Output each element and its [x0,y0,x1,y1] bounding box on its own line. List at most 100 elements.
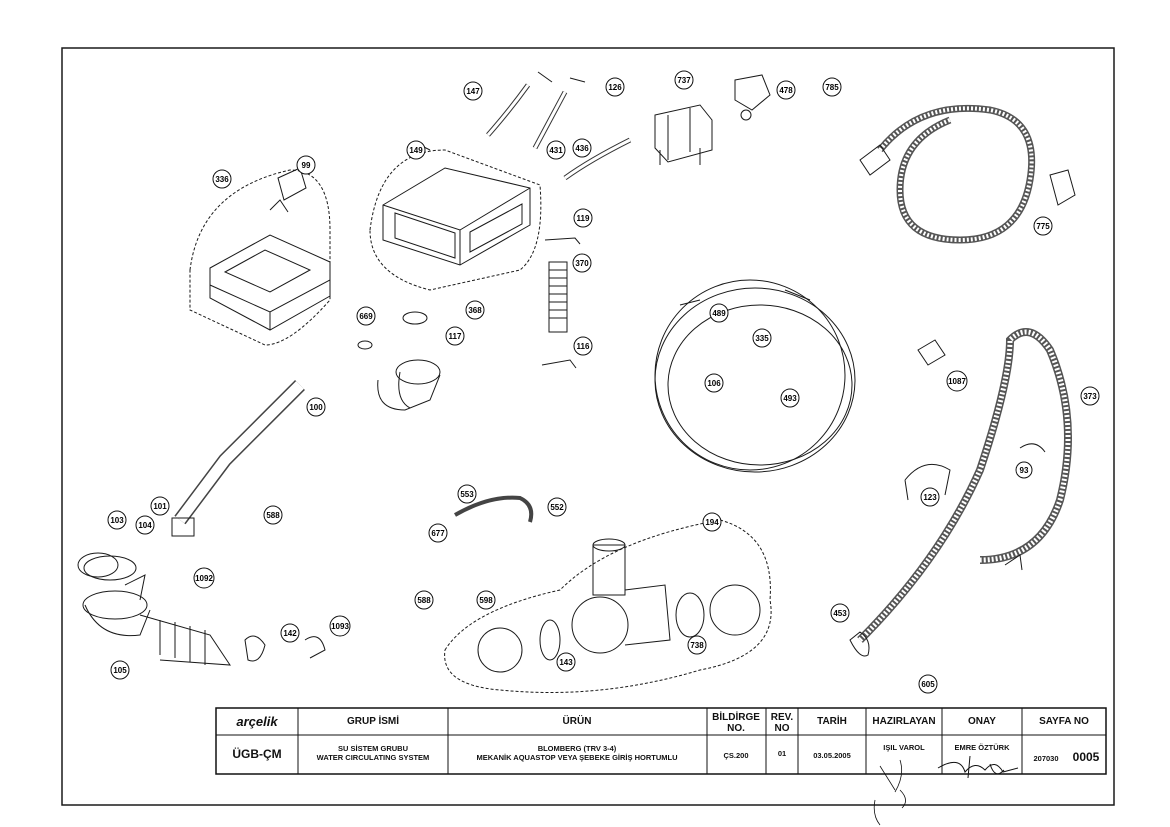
svg-text:598: 598 [479,596,493,605]
callout-1093: 1093 [329,615,351,637]
svg-text:336: 336 [215,175,229,184]
svg-text:493: 493 [783,394,797,403]
group-name-tr: SU SİSTEM GRUBU [338,744,408,753]
callout-373: 373 [1080,386,1100,406]
callout-1087: 1087 [946,370,968,392]
callout-785: 785 [822,77,842,97]
svg-text:142: 142 [283,629,297,638]
svg-text:453: 453 [833,609,847,618]
callout-100: 100 [306,397,326,417]
clip-123-drawing [904,463,951,501]
drain-pump-drawing [444,519,772,693]
drawing-border [61,47,1115,806]
bildirge-value: ÇS.200 [723,751,748,760]
callout-126: 126 [605,77,625,97]
callout-93: 93 [1015,461,1033,479]
callout-598: 598 [476,590,496,610]
svg-text:431: 431 [549,146,563,155]
dispenser-housing-drawing [369,144,542,291]
svg-text:738: 738 [690,641,704,650]
svg-text:126: 126 [608,83,622,92]
svg-text:489: 489 [712,309,726,318]
callout-436: 436 [572,138,592,158]
header-rev-2: NO [775,723,790,734]
title-block-text: arçelik ÜGB-ÇM GRUP İSMİ ÜRÜN BİLDİRGE N… [232,710,1099,764]
svg-text:119: 119 [577,214,590,223]
svg-text:106: 106 [707,379,721,388]
signature-approval [937,755,1019,779]
callout-775: 775 [1033,216,1053,236]
hose-set-drawing [654,279,856,473]
svg-text:99: 99 [302,161,311,170]
inlet-hose-775-drawing [859,104,1076,244]
callout-1092: 1092 [193,567,215,589]
svg-text:552: 552 [550,503,564,512]
clip-1087-drawing [917,339,946,366]
callout-149: 149 [406,140,426,160]
product-line-1: BLOMBERG (TRV 3-4) [538,744,617,753]
header-prepared: HAZIRLAYAN [872,716,935,727]
svg-text:677: 677 [431,529,445,538]
callout-116: 116 [573,336,593,356]
title-block [215,707,1107,775]
callout-143: 143 [556,652,576,672]
callout-677: 677 [428,523,448,543]
callout-478: 478 [776,80,796,100]
hose-553-drawing [454,495,534,523]
svg-text:1087: 1087 [948,377,966,386]
clamp-142-drawing [244,635,266,662]
clip-93-drawing [1019,443,1046,453]
callout-194: 194 [702,512,722,532]
callout-368: 368 [465,300,485,320]
callout-336: 336 [212,169,232,189]
svg-text:737: 737 [677,76,691,85]
svg-text:605: 605 [921,680,935,689]
bellows-370-drawing [541,237,581,369]
page-number: 0005 [1073,750,1100,764]
callout-117: 117 [445,326,465,346]
drain-hose-373-drawing [857,328,1072,643]
svg-text:368: 368 [468,306,482,315]
svg-text:335: 335 [755,334,769,343]
header-product: ÜRÜN [563,714,592,727]
svg-text:143: 143 [559,658,573,667]
callout-588-top: 588 [263,505,283,525]
svg-text:1092: 1092 [195,574,213,583]
part-callouts: 336 99 147 126 737 478 785 149 431 436 1… [107,70,1100,694]
callout-99: 99 [296,155,316,175]
svg-text:194: 194 [705,518,719,527]
signature-prepared [873,759,906,826]
clamp-453-drawing [849,631,870,657]
date-value: 03.05.2005 [813,751,851,760]
svg-text:147: 147 [466,87,480,96]
svg-text:123: 123 [923,493,937,502]
header-rev-1: REV. [771,712,794,723]
callout-335: 335 [752,328,772,348]
part-drawings [77,71,1076,693]
water-valves-drawing [654,74,771,165]
svg-text:1093: 1093 [331,622,349,631]
svg-text:370: 370 [575,259,589,268]
callout-123: 123 [920,487,940,507]
callout-106: 106 [704,373,724,393]
callout-737: 737 [674,70,694,90]
header-group: GRUP İSMİ [347,714,399,727]
svg-text:785: 785 [825,83,839,92]
header-date: TARİH [817,714,847,727]
rev-value: 01 [778,749,786,758]
callout-104: 104 [135,515,155,535]
detergent-drawer-drawing [189,167,331,346]
approval-value: EMRE ÖZTÜRK [955,743,1011,752]
brand-logo: arçelik [236,714,278,729]
callout-119-top: 119 [573,208,593,228]
callout-431: 431 [546,140,566,160]
callout-489: 489 [709,303,729,323]
callout-101: 101 [150,496,170,516]
elbow-117-drawing [357,311,441,411]
callout-105: 105 [110,660,130,680]
callout-669: 669 [356,306,376,326]
sump-hose-drawing [171,380,305,537]
svg-text:93: 93 [1020,466,1029,475]
ring-103-drawing [77,552,119,578]
